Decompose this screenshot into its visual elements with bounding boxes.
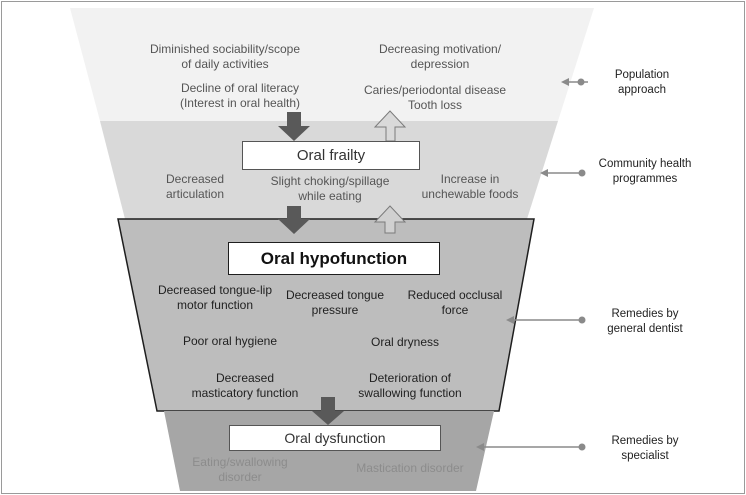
top-item-oral-literacy: Decline of oral literacy(Interest in ora… (179, 81, 301, 110)
up-arrow-1-shape (373, 110, 407, 142)
down-arrow-3 (312, 397, 344, 425)
oral-frailty-box: Oral frailty (242, 141, 420, 170)
down-arrow-1 (278, 112, 310, 141)
connector-population (561, 78, 588, 86)
hypo-item-oral-hygiene: Poor oral hygiene (182, 334, 278, 348)
layer-top-band (70, 8, 594, 121)
oral-hypofunction-box: Oral hypofunction (228, 242, 440, 275)
connector-general-dentist (506, 316, 586, 324)
oral-dysfunction-box: Oral dysfunction (229, 425, 441, 451)
layer-frailty-band (100, 121, 558, 219)
up-arrow-2 (373, 205, 407, 234)
dys-item-mastication: Mastication disorder (356, 461, 464, 475)
top-item-motivation: Decreasing motivation/depression (378, 42, 502, 71)
connector-community (540, 169, 586, 177)
connector-specialist (476, 443, 586, 451)
hypo-item-oral-dryness: Oral dryness (370, 335, 440, 349)
down-arrow-2 (278, 206, 310, 234)
